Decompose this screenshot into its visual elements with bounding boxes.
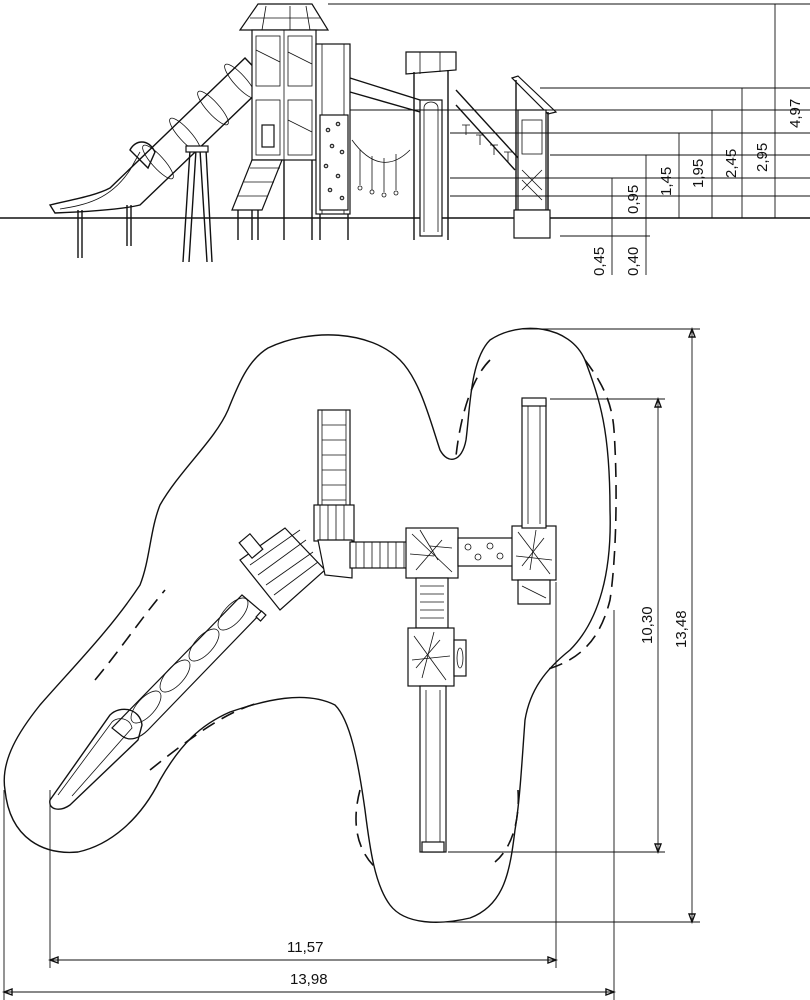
lower-tower-plan [407,627,467,687]
height-label-2-95: 2,95 [754,143,771,172]
tube-slide-elevation [48,57,269,263]
bridge-plan [349,541,411,569]
bottom-slide-plan [419,685,447,853]
main-tower-elevation [231,3,330,240]
height-label-2-45: 2,45 [723,149,740,178]
plan-view: 10,30 13,48 11,57 13,98 [2,327,700,1000]
dashed-zone-bottom [355,789,520,871]
depth-label-0-40: 0,40 [625,247,642,276]
center-tower-plan [405,527,459,579]
right-tower-plan [511,525,557,605]
side-elevation-view: 0,95 1,45 1,95 2,45 2,95 4,97 0,45 0,40 [0,3,810,276]
dashed-zone-right [455,359,617,671]
center-ramp-plan [415,577,449,629]
right-tower-elevation [510,75,558,239]
dashed-zone-slide [94,589,263,771]
height-label-4-97: 4,97 [787,99,804,128]
plan-dimensions: 10,30 13,48 11,57 13,98 [2,327,700,1000]
tube-slide-plan [49,594,267,810]
main-tower-plan [238,527,353,611]
right-slide-plan [521,397,547,529]
rock-panel-plan [457,537,515,567]
depth-label-0-45: 0,45 [591,247,608,276]
height-dimensions: 0,95 1,45 1,95 2,45 2,95 4,97 0,45 0,40 [328,3,810,276]
dimension-label-width-outer: 13,98 [290,971,328,988]
ladder-top [317,409,351,509]
dimension-label-length-inner: 10,30 [639,606,656,644]
climbing-wall-tower-elevation [315,43,351,240]
dimension-label-width-inner: 11,57 [287,939,323,956]
height-label-0-95: 0,95 [625,185,642,214]
bridge-elevation [349,77,421,198]
safety-zone-outline [3,327,611,923]
middle-tower-elevation [405,51,521,240]
height-label-1-45: 1,45 [658,167,675,196]
tower-platform-top [313,504,355,542]
height-label-1-95: 1,95 [690,159,707,188]
dimension-label-length-outer: 13,48 [673,610,690,648]
